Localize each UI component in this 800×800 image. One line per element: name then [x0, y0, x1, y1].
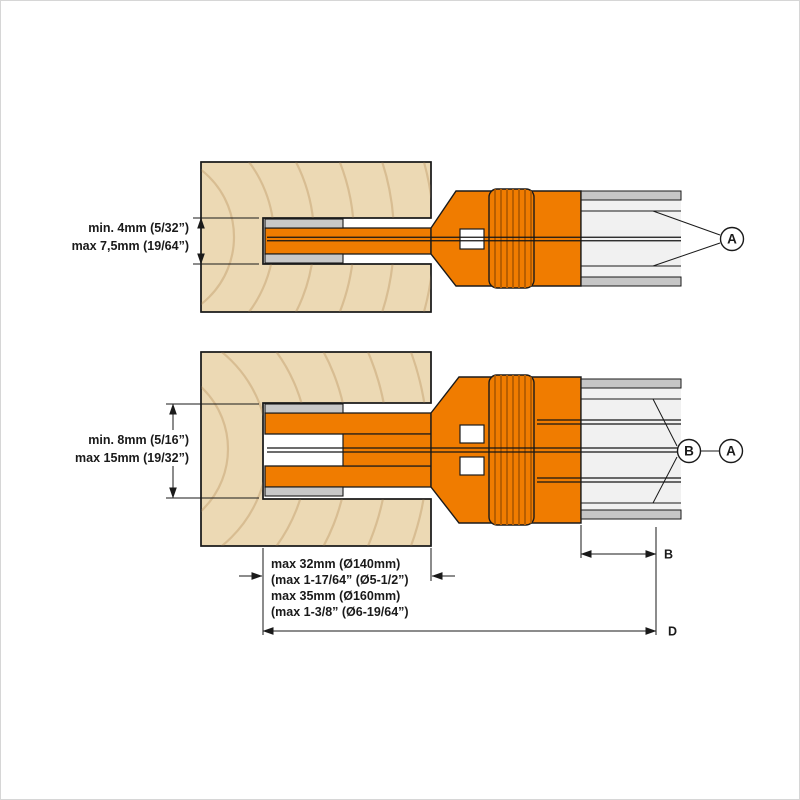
- label-backing: [77, 430, 191, 466]
- groove-dimension-top: min. 4mm (5/32”) max 7,5mm (19/64”): [72, 217, 259, 265]
- leader-lines-a-top: [652, 210, 721, 267]
- footer-dimensions: B max 32mm (Ø140mm) (max 1-17/64” (Ø5-1/…: [239, 525, 677, 639]
- dim-text-line3: max 35mm (Ø160mm): [271, 589, 400, 603]
- arbor-shaft-bottom: [537, 378, 682, 520]
- wood-outline: [200, 161, 432, 313]
- cutting-insert-lower: [264, 253, 344, 264]
- dim-min-label-top: min. 4mm (5/32”): [88, 221, 189, 235]
- shaft-face: [581, 191, 681, 286]
- marker-b-a-bottom: B A: [652, 398, 744, 504]
- shaft-lines: [581, 398, 681, 504]
- marker-circle-a-bottom: [718, 438, 744, 464]
- shaft-band-lower: [580, 276, 682, 287]
- marker-label-a-bottom: A: [726, 444, 736, 459]
- arbor-shaft-top: [580, 190, 682, 287]
- hub-thread-hatching: [494, 189, 532, 288]
- shaft-band-upper: [580, 378, 682, 389]
- wood-outline: [200, 351, 432, 547]
- dim-text-line1: max 32mm (Ø140mm): [271, 557, 400, 571]
- spacer-shim-lower: [459, 456, 485, 476]
- cutter-lower-half: [264, 465, 432, 488]
- cutting-insert-upper: [264, 218, 344, 229]
- cutter-body-bottom: [264, 374, 582, 526]
- cutter-center-section: [342, 433, 432, 467]
- shaft-band-lower: [580, 509, 682, 520]
- leader-lines-b: [652, 398, 678, 504]
- marker-circle-a-top: [719, 226, 745, 252]
- spacer-shim: [459, 228, 485, 250]
- dim-text-line2: (max 1-17/64” (Ø5-1/2”): [271, 573, 409, 587]
- cutting-insert-lower: [264, 486, 344, 497]
- marker-label-b: B: [684, 444, 694, 459]
- marker-circle-b: [676, 438, 702, 464]
- hub-thread-hatching: [494, 375, 532, 525]
- groove-dimension-bottom: min. 8mm (5/16”) max 15mm (19/32”): [75, 403, 259, 499]
- cutting-insert-upper: [264, 403, 344, 414]
- dim-max-label-bottom: max 15mm (19/32”): [75, 451, 189, 465]
- dim-min-label-bottom: min. 8mm (5/16”): [88, 433, 189, 447]
- top-view: A min. 4mm (5/32”) max 7,5mm (19/64”): [72, 161, 745, 313]
- cutter-upper-half: [264, 412, 432, 435]
- arbor-slot-lines-bottom: [267, 447, 681, 453]
- spacer-shim-upper: [459, 424, 485, 444]
- marker-label-a-top: A: [727, 232, 737, 247]
- shaft-lines: [581, 210, 681, 267]
- shaft-face: [581, 379, 681, 519]
- dim-label-d: D: [668, 625, 677, 639]
- extension-lines-bottom: [166, 403, 259, 499]
- cutter-joint-lines: [537, 419, 681, 483]
- dim-text-line4: (max 1-3/8” (Ø6-19/64”): [271, 605, 409, 619]
- dim-max-label-top: max 7,5mm (19/64”): [72, 239, 189, 253]
- arbor-slot-lines-top: [267, 236, 681, 242]
- dim-label-b: B: [664, 548, 673, 562]
- marker-a-top: A: [652, 210, 745, 267]
- shaft-band-upper: [580, 190, 682, 201]
